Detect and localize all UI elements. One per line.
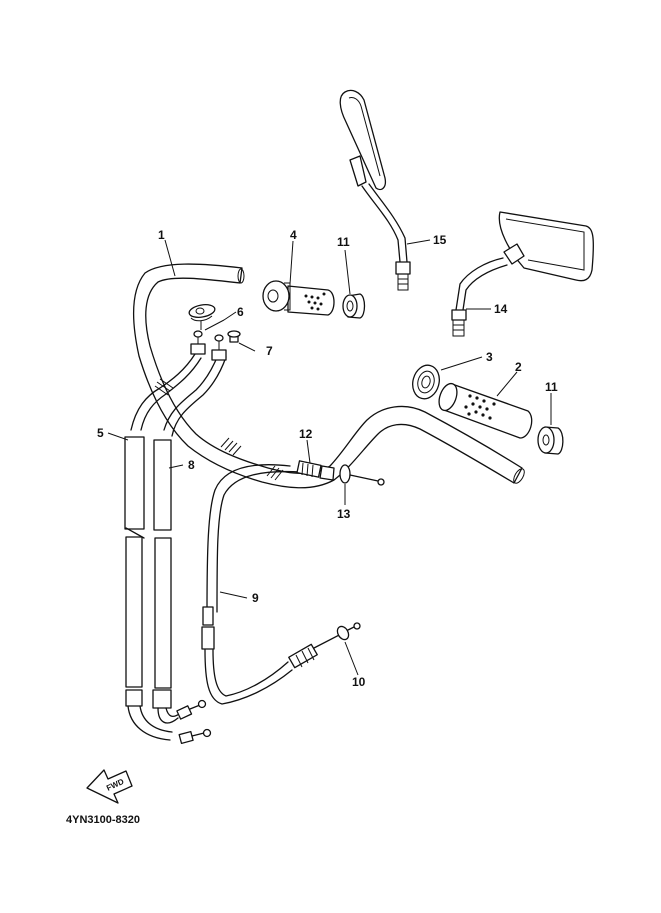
handlebar-part-1[interactable] bbox=[132, 263, 527, 489]
callout-13: 13 bbox=[337, 507, 351, 521]
throttle-cable-part-5[interactable] bbox=[124, 353, 212, 745]
callout-4: 4 bbox=[290, 228, 297, 242]
mirror-part-15[interactable] bbox=[339, 89, 411, 291]
callout-3: 3 bbox=[486, 350, 493, 364]
throttle-cable-part-8[interactable] bbox=[152, 354, 227, 724]
grip-part-2[interactable] bbox=[436, 381, 533, 439]
callout-1: 1 bbox=[158, 228, 165, 242]
cable-band bbox=[154, 378, 174, 396]
callout-11-right: 11 bbox=[545, 380, 558, 394]
mirror-part-14[interactable] bbox=[451, 211, 594, 337]
cable-adjuster-part-10[interactable] bbox=[288, 622, 361, 669]
leader-lines bbox=[107, 239, 552, 676]
diagram-code: 4YN3100-8320 bbox=[66, 814, 140, 826]
bolt-part-7[interactable] bbox=[227, 330, 241, 343]
throttle-cable-fittings bbox=[190, 330, 227, 361]
throttle-grip-part-4[interactable] bbox=[262, 280, 335, 316]
callout-10: 10 bbox=[352, 675, 366, 689]
callout-5: 5 bbox=[97, 426, 104, 440]
clutch-cable-part-9[interactable] bbox=[201, 464, 361, 705]
callout-11-left: 11 bbox=[337, 235, 350, 249]
callout-12: 12 bbox=[299, 427, 313, 441]
grip-cap-part-3[interactable] bbox=[409, 362, 443, 402]
cable-holder-part-6[interactable] bbox=[188, 303, 216, 322]
callout-7: 7 bbox=[266, 344, 273, 358]
grip-end-part-11-right[interactable] bbox=[537, 426, 564, 455]
callout-6: 6 bbox=[237, 305, 244, 319]
callout-2: 2 bbox=[515, 360, 522, 374]
grip-end-part-11-left[interactable] bbox=[342, 293, 366, 319]
callout-9: 9 bbox=[252, 591, 259, 605]
locknut-part-13[interactable] bbox=[339, 464, 385, 486]
callout-labels: 1 2 3 4 5 6 7 8 9 10 11 11 12 13 14 15 bbox=[97, 228, 558, 689]
callout-8: 8 bbox=[188, 458, 195, 472]
cable-holder-leader-lines bbox=[200, 311, 237, 331]
adjuster-part-12[interactable] bbox=[296, 460, 335, 481]
callout-15: 15 bbox=[433, 233, 447, 247]
forward-direction-arrow: FWD bbox=[86, 769, 133, 804]
callout-14: 14 bbox=[494, 302, 508, 316]
